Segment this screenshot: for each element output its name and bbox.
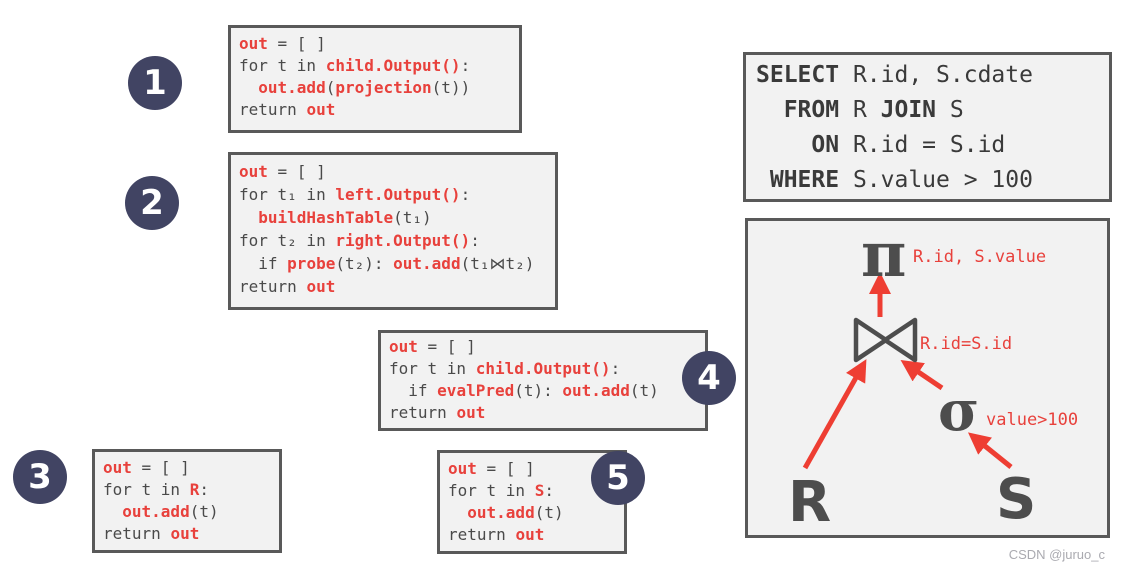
join-predicate-label: R.id=S.id	[920, 334, 1012, 354]
arrow-r-to-join	[802, 359, 867, 470]
code-line: buildHashTable(t₁)	[258, 208, 432, 227]
code-line: out.add(t)	[122, 502, 219, 521]
code-block-scan-r: out = [ ] for t in R: out.add(t) return ou…	[92, 449, 282, 553]
code-line: for t₂ in right.Output():	[239, 231, 480, 250]
code-line: return out	[389, 403, 486, 422]
code-block-filter: out = [ ] for t in child.Output(): if eva…	[378, 330, 708, 431]
code-line: return out	[103, 524, 200, 543]
join-bowtie-icon	[853, 317, 918, 363]
step-badge-2: 2	[125, 176, 179, 230]
code-line: out = [ ]	[239, 34, 326, 53]
query-plan-box: π R.id, S.value R.id=S.id σ value>100 R …	[745, 218, 1110, 538]
code-line: return out	[448, 525, 545, 544]
code-line: return out	[239, 100, 336, 119]
sql-line: ON R.id = S.id	[756, 132, 1006, 158]
sql-line: FROM R JOIN S	[756, 97, 964, 123]
step-badge-5: 5	[591, 451, 645, 505]
watermark: CSDN @juruo_c	[1008, 547, 1105, 562]
code-line: out = [ ]	[448, 459, 535, 478]
table-s-label: S	[996, 467, 1036, 532]
code-line: for t in child.Output():	[389, 359, 621, 378]
sigma-predicate-label: value>100	[986, 410, 1078, 430]
code-block-hash-join: out = [ ] for t₁ in left.Output(): buildH…	[228, 152, 558, 310]
table-r-label: R	[788, 470, 831, 535]
code-line: for t in S:	[448, 481, 554, 500]
query-plan-tree: π R.id, S.value R.id=S.id σ value>100 R …	[788, 221, 1078, 535]
code-line: out = [ ]	[239, 162, 326, 181]
step-badge-4: 4	[682, 351, 736, 405]
code-line: out.add(projection(t))	[258, 78, 471, 97]
code-line: for t₁ in left.Output():	[239, 185, 471, 204]
code-line: for t in R:	[103, 480, 209, 499]
code-block-projection: out = [ ] for t in child.Output(): out.ad…	[228, 25, 522, 133]
code-line: out = [ ]	[389, 337, 476, 356]
step-badge-1: 1	[128, 56, 182, 110]
pi-projection-label: R.id, S.value	[913, 247, 1046, 267]
sql-line: SELECT R.id, S.cdate	[756, 62, 1033, 88]
arrow-s-to-sigma	[967, 432, 1013, 469]
sigma-selection-icon: σ	[938, 378, 979, 444]
step-badge-3: 3	[13, 450, 67, 504]
sql-line: WHERE S.value > 100	[756, 167, 1033, 193]
code-line: if probe(t₂): out.add(t₁⋈t₂)	[239, 254, 535, 273]
sql-query-box: SELECT R.id, S.cdate FROM R JOIN S ON R.…	[743, 52, 1112, 202]
code-line: out.add(t)	[467, 503, 564, 522]
arrow-sigma-to-join	[900, 359, 944, 391]
code-line: out = [ ]	[103, 458, 190, 477]
pi-projection-icon: π	[861, 221, 906, 291]
code-line: for t in child.Output():	[239, 56, 471, 75]
code-line: return out	[239, 277, 336, 296]
code-line: if evalPred(t): out.add(t)	[389, 381, 659, 400]
